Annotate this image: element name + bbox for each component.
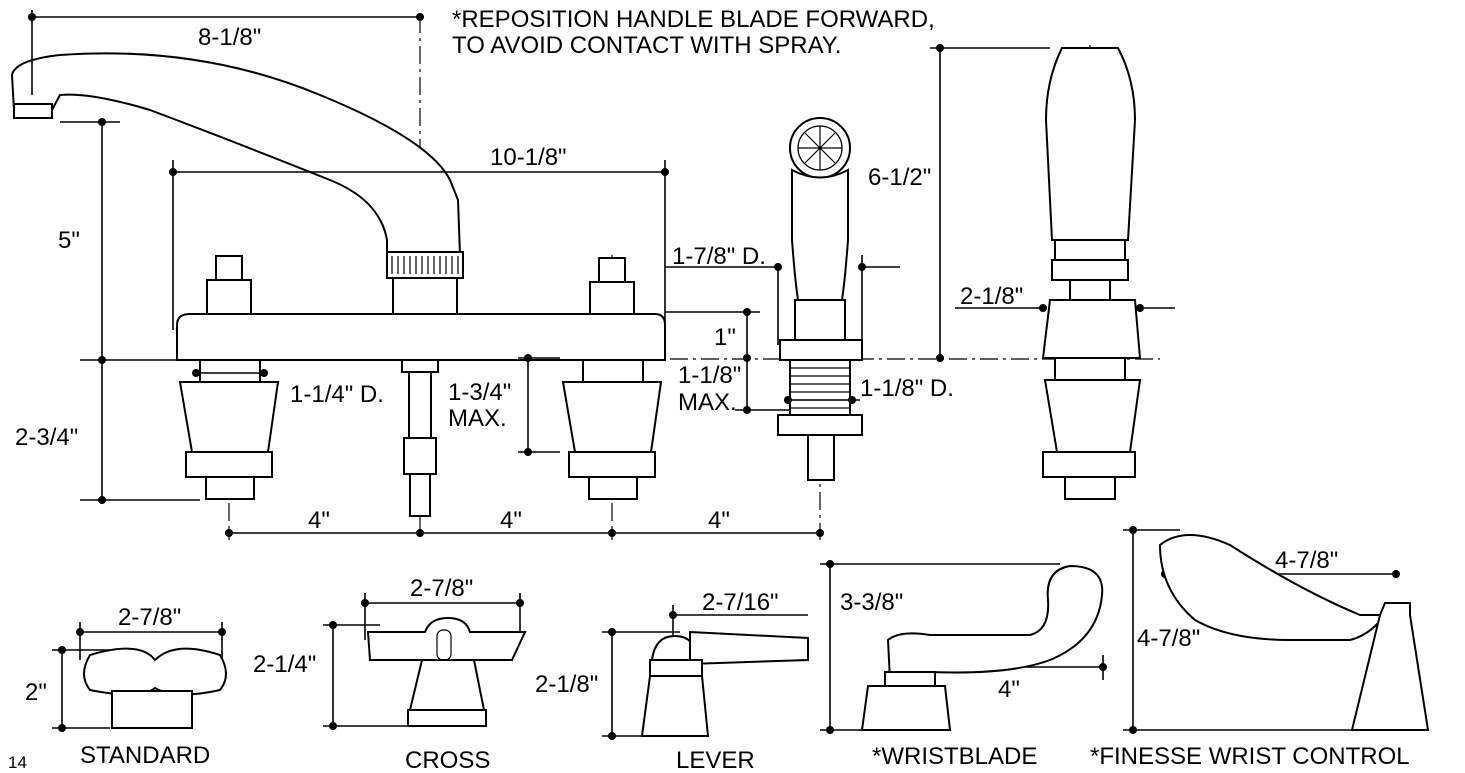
standard-handle [52, 622, 227, 732]
finesse-body [1041, 299, 1142, 359]
wristblade-base [860, 685, 952, 731]
finesse-shank [1054, 357, 1126, 381]
left-coupling [185, 451, 273, 478]
dim-spray-max: 1-1/8" [678, 362, 741, 389]
dimension-lines [28, 10, 1175, 537]
lever-width: 2-7/16" [702, 589, 779, 616]
wristblade-label: *WRISTBLADE [872, 743, 1037, 770]
right-bonnet [589, 281, 635, 315]
wristblade-blade [886, 564, 1104, 684]
dim-spout-height: 5" [58, 227, 80, 254]
cross-handle [323, 593, 527, 730]
spout-collar [392, 277, 458, 315]
right-stem [598, 257, 626, 283]
standard-knob [83, 647, 227, 696]
cross-stem [408, 659, 486, 711]
hose-outlet [409, 473, 431, 517]
wristblade-collar [884, 671, 936, 687]
left-bonnet [206, 279, 252, 315]
cross-height: 2-1/4" [253, 651, 316, 678]
spray-base [779, 339, 863, 361]
finesse-label: *FINESSE WRIST CONTROL [1090, 743, 1410, 770]
dim-spout-reach: 8-1/8" [198, 24, 261, 51]
wristblade-handle [820, 560, 1107, 734]
dim-spray-dia: 1-7/8" D. [672, 243, 766, 270]
spout [10, 52, 462, 256]
finesse-coupling [1042, 451, 1136, 478]
cross-bar [366, 616, 527, 661]
spray-collar [794, 299, 846, 341]
note-line-1: *REPOSITION HANDLE BLADE FORWARD, [452, 6, 935, 33]
hose-coupling [403, 437, 437, 475]
dim-spacing-3: 4" [708, 507, 730, 534]
left-shank [199, 359, 261, 383]
finesse-nut [1051, 259, 1129, 281]
right-shank [582, 359, 644, 383]
note-line-2: TO AVOID CONTACT WITH SPRAY. [452, 32, 841, 59]
dim-spray-base: 1" [714, 324, 736, 351]
lever-arm [689, 630, 809, 666]
hose-nut [401, 359, 439, 373]
right-inlet [588, 476, 638, 500]
dim-handle-dia: 2-1/8" [960, 283, 1023, 310]
cross-base [407, 709, 487, 727]
finesse-bonnet [1069, 279, 1111, 301]
dim-max-deck-2: MAX. [448, 405, 507, 432]
faucet-body [176, 313, 666, 361]
dim-shank-dia: 1-1/4" D. [290, 381, 384, 408]
right-coupling [568, 451, 656, 478]
spray-outlet [807, 434, 835, 481]
kitchen-faucet [10, 52, 666, 517]
dim-max-deck: 1-3/4" [448, 379, 511, 406]
finesse-wrist-handle [1123, 526, 1430, 734]
page-number: 14 [8, 753, 27, 772]
standard-label: STANDARD [80, 742, 210, 769]
dim-spacing-2: 4" [500, 507, 522, 534]
lever-base [640, 675, 710, 737]
spray-handle [791, 168, 849, 301]
standard-base [111, 690, 193, 729]
dim-spray-max-2: MAX. [678, 389, 737, 416]
left-inlet [205, 476, 255, 500]
standard-height: 2" [25, 679, 47, 706]
dim-overall-width: 10-1/8" [490, 144, 567, 171]
cross-label: CROSS [405, 747, 490, 773]
wristblade-height: 3-3/8" [840, 589, 903, 616]
dim-spacing-1: 4" [308, 507, 330, 534]
finesse-collar [1054, 239, 1126, 261]
finesse-wrist-blade [1158, 534, 1388, 641]
finesse-height: 4-7/8" [1137, 625, 1200, 652]
dim-below-deck: 2-3/4" [15, 424, 78, 451]
lever-handle [602, 605, 809, 740]
dim-spray-hole: 1-1/8" D. [860, 375, 954, 402]
finesse-inlet [1064, 476, 1116, 500]
lever-height: 2-1/8" [535, 671, 598, 698]
left-stem [215, 255, 243, 281]
right-shank-nut [561, 381, 663, 453]
hose-shank [408, 371, 432, 439]
lever-collar [649, 659, 703, 677]
standard-width: 2-7/8" [118, 604, 181, 631]
spray-nut [777, 414, 863, 436]
finesse-width: 4-7/8" [1275, 547, 1338, 574]
dim-spray-height: 6-1/2" [868, 164, 931, 191]
lever-label: LEVER [676, 747, 755, 773]
finesse-valve [1041, 47, 1142, 500]
finesse-wrist-base [1350, 602, 1430, 731]
finesse-blade [1044, 47, 1137, 241]
wristblade-width: 4" [998, 676, 1020, 703]
aerator [13, 103, 53, 119]
finesse-shank-nut [1043, 379, 1142, 453]
side-spray [777, 117, 863, 481]
cross-width: 2-7/8" [410, 575, 473, 602]
left-shank-nut [178, 381, 280, 453]
